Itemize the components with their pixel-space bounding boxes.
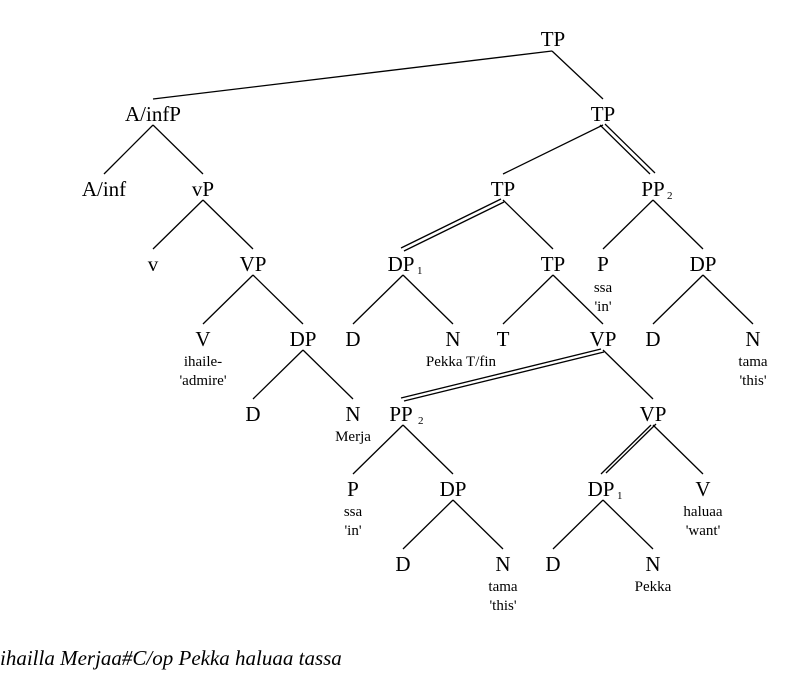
edge-pp2-dp	[652, 199, 704, 250]
edge-vpl-v	[652, 424, 704, 475]
gloss-ssa-lower: ssa	[344, 504, 363, 520]
edge-vp-v	[152, 199, 204, 250]
double-edge-vp-dp1-b	[605, 423, 657, 474]
double-edge-tp3-dp1	[400, 198, 502, 249]
node-dp-far-right: DP	[690, 252, 717, 276]
node-d-far-right: D	[645, 327, 660, 351]
edge-dp1l-d	[552, 499, 604, 550]
node-tp-root: TP	[541, 27, 566, 51]
edge-VP-V	[202, 274, 254, 325]
node-vp-mid: VP	[590, 327, 617, 351]
node-n-far-right: N	[745, 327, 760, 351]
edge-VP-DP	[252, 274, 304, 325]
edge-ainfp-vp	[152, 124, 204, 175]
edge-pp2-p	[602, 199, 654, 250]
edge-dpm-n	[302, 349, 354, 400]
double-edge-tp2-pp2	[599, 124, 651, 175]
node-tp-4: TP	[541, 252, 566, 276]
subscripts: 2 1 2 1	[417, 190, 673, 502]
gloss-this-lower: 'this'	[489, 598, 516, 614]
gloss-this-right: 'this'	[739, 373, 766, 389]
double-edge-tp3-dp1-b	[403, 201, 505, 252]
gloss-tama-right: tama	[738, 354, 767, 370]
edge-dpl-n	[452, 499, 504, 550]
gloss-ihaile: ihaile-	[184, 354, 222, 370]
node-n-pekka: N	[445, 327, 460, 351]
double-edges	[400, 123, 657, 475]
node-dp-merja: DP	[290, 327, 317, 351]
edge-vpmid-vp	[602, 349, 654, 400]
node-vp-small: vP	[192, 177, 214, 201]
edge-dpm-d	[252, 349, 304, 400]
edge-dpr-d	[652, 274, 704, 325]
edge-tp-tp2	[551, 50, 604, 100]
edge-tp2-tp3	[502, 124, 604, 175]
node-pp2-lower: PP	[389, 402, 412, 426]
double-edge-tp2-pp2-b	[604, 123, 656, 174]
edge-tp4-vp	[552, 274, 604, 325]
node-labels: TP A/infP TP A/inf vP TP PP v VP DP TP P…	[82, 27, 761, 576]
edge-dp1-d	[352, 274, 404, 325]
edge-pp2l-dp	[402, 424, 454, 475]
gloss-in-lower: 'in'	[344, 523, 361, 539]
gloss-in-right: 'in'	[594, 299, 611, 315]
node-dp1-left: DP	[388, 252, 415, 276]
gloss-merja: Merja	[335, 429, 371, 445]
node-p-right: P	[597, 252, 609, 276]
node-a-infp: A/infP	[125, 102, 181, 126]
edge-tp-ainfp	[152, 50, 553, 100]
gloss-pekka-lower: Pekka	[635, 579, 672, 595]
subscript-dp1-lower: 1	[617, 490, 623, 502]
node-n-lower: N	[495, 552, 510, 576]
node-v-admire: V	[195, 327, 210, 351]
edge-dp1l-n	[602, 499, 654, 550]
node-n-pekka2: N	[645, 552, 660, 576]
node-n-merja: N	[345, 402, 360, 426]
gloss-haluaa: haluaa	[683, 504, 722, 520]
subscript-pp2-lower: 2	[418, 415, 424, 427]
edge-tp4-t	[502, 274, 554, 325]
edge-vp-VP	[202, 199, 254, 250]
node-a-inf: A/inf	[82, 177, 126, 201]
sentence-caption: ihailla Merjaa#C/op Pekka haluaa tassa	[0, 646, 342, 670]
node-d-merja: D	[245, 402, 260, 426]
node-v-small: v	[148, 252, 159, 276]
gloss-admire: 'admire'	[179, 373, 226, 389]
edge-ainfp-ainf	[103, 124, 154, 175]
subscript-dp1-left: 1	[417, 265, 423, 277]
double-edge-vp-pp2	[400, 348, 602, 399]
node-dp1-lower: DP	[588, 477, 615, 501]
node-tp-2: TP	[591, 102, 616, 126]
gloss-labels: ssa 'in' ihaile- 'admire' Pekka T/fin ta…	[179, 280, 767, 614]
syntax-tree: TP A/infP TP A/inf vP TP PP v VP DP TP P…	[82, 27, 768, 614]
tree-edges	[103, 50, 754, 550]
gloss-want: 'want'	[686, 523, 721, 539]
node-t-fin: T	[497, 327, 510, 351]
gloss-tama-lower: tama	[488, 579, 517, 595]
double-edge-vp-dp1	[600, 424, 652, 475]
node-d-lower: D	[395, 552, 410, 576]
node-dp-lower: DP	[440, 477, 467, 501]
edge-tp3-tp4	[502, 199, 554, 250]
node-d-pekka: D	[345, 327, 360, 351]
edge-dpr-n	[702, 274, 754, 325]
subscript-pp2-right: 2	[667, 190, 673, 202]
node-vp-left: VP	[240, 252, 267, 276]
edge-dp1-n	[402, 274, 454, 325]
node-d-pekka2: D	[545, 552, 560, 576]
node-v-want: V	[695, 477, 710, 501]
double-edge-vp-pp2-b	[403, 351, 605, 402]
node-vp-lower: VP	[640, 402, 667, 426]
edge-pp2l-p	[352, 424, 404, 475]
gloss-ssa-right: ssa	[594, 280, 613, 296]
node-pp2-right: PP	[641, 177, 664, 201]
gloss-pekka-tfin: Pekka T/fin	[426, 354, 497, 370]
node-tp-3: TP	[491, 177, 516, 201]
node-p-lower: P	[347, 477, 359, 501]
edge-dpl-d	[402, 499, 454, 550]
